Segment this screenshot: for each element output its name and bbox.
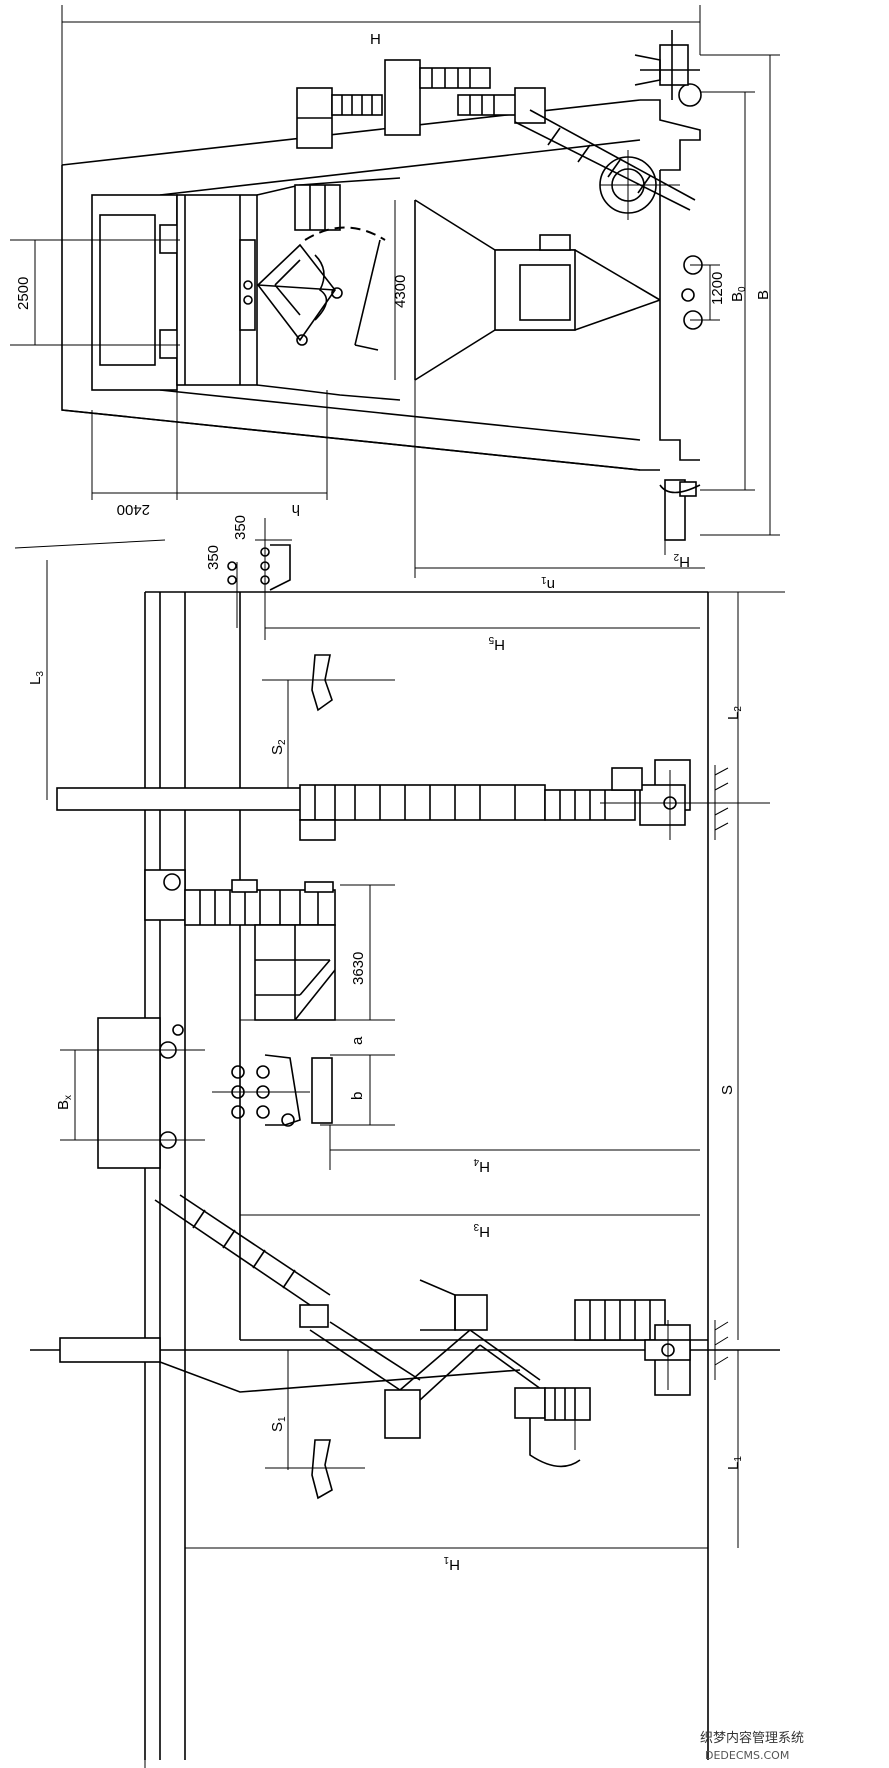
dim-H2-label: H2 (673, 551, 690, 570)
dim-n1-label: n1 (541, 574, 555, 593)
dim-h-label: h (292, 501, 300, 518)
dim-H4-label: H4 (473, 1156, 490, 1175)
dim-B-label: B (755, 290, 772, 300)
dim-Bx-label: Bx (55, 1095, 74, 1110)
dim-L3-label: L3 (27, 671, 46, 685)
dim-b-label: b (349, 1092, 366, 1100)
dim-H5-label: H5 (488, 634, 505, 653)
dim-H-label: H (370, 31, 381, 48)
watermark-line1: 织梦内容管理系统 (700, 1730, 804, 1746)
dim-S1-label: S1 (269, 1416, 288, 1432)
dim-2500-label: 2500 (15, 277, 32, 310)
top-view: H (10, 5, 780, 593)
dim-L1-label: L1 (725, 1456, 744, 1470)
dim-H1-label: H1 (443, 1554, 460, 1573)
side-view: 350 350 L3 H5 S2 L2 (14, 515, 785, 1768)
dim-1200-label: 1200 (709, 272, 726, 305)
dim-Bo-label: B0 (729, 286, 748, 302)
dim-H3-label: H3 (473, 1221, 490, 1240)
dim-L2-label: L2 (725, 706, 744, 720)
dim-350b-label: 350 (205, 545, 222, 570)
dim-350a-label: 350 (232, 515, 249, 540)
dim-a-label: a (349, 1036, 366, 1045)
dim-3630-label: 3630 (350, 952, 367, 985)
dim-S2-label: S2 (269, 739, 288, 755)
dim-4300-label: 4300 (392, 275, 409, 308)
dim-2400-label: 2400 (117, 501, 150, 518)
dim-S-label: S (719, 1085, 736, 1095)
watermark: 织梦内容管理系统 DEDECMS.COM (700, 1730, 804, 1762)
watermark-line2: DEDECMS.COM (705, 1749, 789, 1762)
